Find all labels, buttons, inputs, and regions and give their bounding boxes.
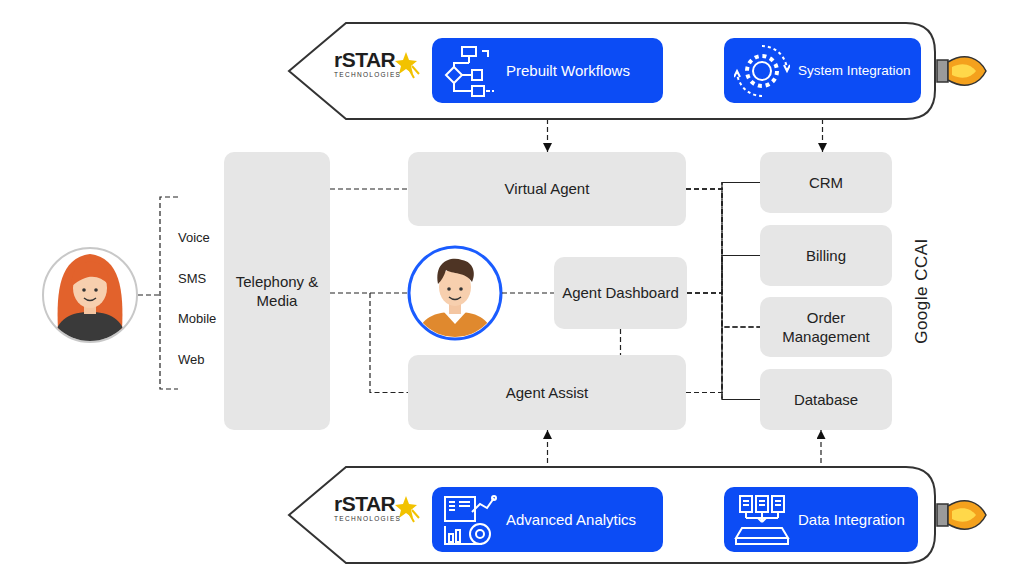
channel-name: SMS xyxy=(178,271,206,286)
channel-name: Web xyxy=(178,352,205,367)
logo-name: rSTAR xyxy=(334,493,401,515)
box-label: Advanced Analytics xyxy=(506,510,636,530)
box-label: Data Integration xyxy=(798,510,905,530)
channel-box: Telephony & Media xyxy=(224,152,330,430)
feature-icon xyxy=(734,43,790,99)
channel-bracket xyxy=(138,197,178,389)
dashed-connector xyxy=(687,293,760,400)
system-box: Billing xyxy=(760,225,892,286)
logo-tagline: TECHNOLOGIES xyxy=(334,71,401,79)
feature-box: Advanced Analytics xyxy=(432,487,663,552)
dashed-connector xyxy=(330,188,408,189)
dashed-connector xyxy=(686,183,760,393)
customer-avatar xyxy=(43,248,137,345)
box-label: Agent Assist xyxy=(506,383,589,403)
dashed-connector xyxy=(687,183,760,294)
agent-avatar xyxy=(409,247,501,345)
dashed-connector xyxy=(686,189,760,327)
dashed-connector xyxy=(686,256,760,393)
dashed-connector xyxy=(686,183,760,190)
system-box: CRM xyxy=(760,152,892,213)
box-label: CRM xyxy=(809,173,843,193)
channel-name: Voice xyxy=(178,230,210,245)
system-box: Database xyxy=(760,369,892,430)
feature-icon xyxy=(734,492,790,548)
box-label: Virtual Agent xyxy=(505,179,590,199)
feature-box: Data Integration xyxy=(724,487,918,552)
box-label: Agent Dashboard xyxy=(562,283,679,303)
platform-name: Google CCAI xyxy=(912,238,932,344)
box-label: Order Management xyxy=(768,308,884,347)
feature-icon xyxy=(442,43,498,99)
dashed-connector xyxy=(330,293,408,393)
logo: rSTARTECHNOLOGIES xyxy=(334,493,401,523)
box-label: Database xyxy=(794,390,858,410)
logo: rSTARTECHNOLOGIES xyxy=(334,49,401,79)
dashed-connector xyxy=(687,293,760,327)
feature-icon xyxy=(442,492,498,548)
logo-name: rSTAR xyxy=(334,49,401,71)
box-label: System Integration xyxy=(798,62,911,80)
logo-tagline: TECHNOLOGIES xyxy=(334,515,401,523)
box-label: Billing xyxy=(806,246,846,266)
box-label: Prebuilt Workflows xyxy=(506,61,630,81)
box-label: Telephony & Media xyxy=(232,272,322,311)
dashed-connector xyxy=(686,189,760,400)
dashed-connector xyxy=(686,189,760,256)
process-box: Agent Dashboard xyxy=(554,257,687,329)
dashed-connector xyxy=(686,327,760,393)
process-box: Virtual Agent xyxy=(408,152,686,226)
rocket-band: rSTARTECHNOLOGIES Advanced Analytics Data … xyxy=(288,466,936,564)
dashed-connector xyxy=(687,256,760,294)
system-box: Order Management xyxy=(760,297,892,357)
feature-box: Prebuilt Workflows xyxy=(432,38,663,103)
channel-name: Mobile xyxy=(178,311,216,326)
dashed-connector xyxy=(620,329,621,355)
dashed-connector xyxy=(686,393,760,400)
feature-box: System Integration xyxy=(724,38,921,103)
avatar-wire xyxy=(370,292,554,293)
process-box: Agent Assist xyxy=(408,355,686,430)
rocket-band: rSTARTECHNOLOGIES Prebuilt Workflows Syste… xyxy=(288,22,936,120)
